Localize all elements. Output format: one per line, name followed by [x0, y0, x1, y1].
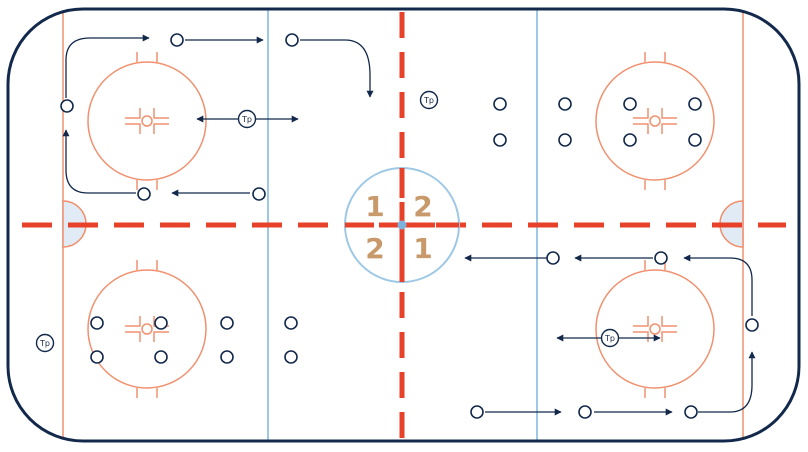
player-marker [284, 350, 298, 364]
player-marker [220, 316, 234, 330]
player-marker [745, 318, 759, 332]
player-marker [558, 97, 572, 111]
player-marker [154, 316, 168, 330]
player-marker [654, 251, 668, 265]
movement-arrows [62, 34, 756, 416]
player-marker [284, 316, 298, 330]
player-marker [470, 405, 484, 419]
player-marker [493, 97, 507, 111]
player-marker [688, 133, 702, 147]
arrow-curve-down-center [300, 39, 374, 98]
center-faceoff-dot [397, 220, 407, 230]
arrow-curve-left-top [683, 254, 753, 316]
tp-label: Tp [241, 115, 252, 124]
arrow-up-curve-left-lower [62, 129, 136, 194]
tp-label: Tp [39, 339, 50, 348]
player-marker [220, 350, 234, 364]
faceoff-circles [87, 52, 715, 398]
player-marker [578, 405, 592, 419]
zone-number-bottom-left: 2 [365, 232, 384, 265]
tp-label: Tp [604, 334, 615, 343]
player-marker [90, 316, 104, 330]
zone-number-bottom-right: 1 [413, 232, 432, 265]
zone-number-top-left: 1 [365, 190, 384, 223]
tp-marker: Tp [35, 333, 55, 353]
tp-marker: Tp [600, 328, 620, 348]
players [60, 33, 759, 419]
player-marker [90, 350, 104, 364]
zone-number-top-right: 2 [413, 190, 432, 223]
rink-boards [6, 7, 801, 443]
player-marker [493, 133, 507, 147]
faceoff-circle-2 [595, 52, 715, 190]
player-marker [546, 251, 560, 265]
player-marker [137, 187, 151, 201]
arrow-curve-up-right [698, 351, 756, 413]
player-marker [684, 405, 698, 419]
player-marker [154, 350, 168, 364]
arrow-up-curve-left [65, 34, 150, 98]
player-marker [688, 97, 702, 111]
tp-label: Tp [423, 96, 434, 105]
player-marker [558, 133, 572, 147]
player-marker [623, 97, 637, 111]
player-marker [623, 133, 637, 147]
tp-marker: Tp [419, 90, 439, 110]
player-marker [285, 33, 299, 47]
tp-marker: Tp [237, 109, 257, 129]
faceoff-circle-3 [87, 260, 207, 398]
player-marker [60, 99, 74, 113]
player-marker [252, 187, 266, 201]
player-marker [170, 33, 184, 47]
